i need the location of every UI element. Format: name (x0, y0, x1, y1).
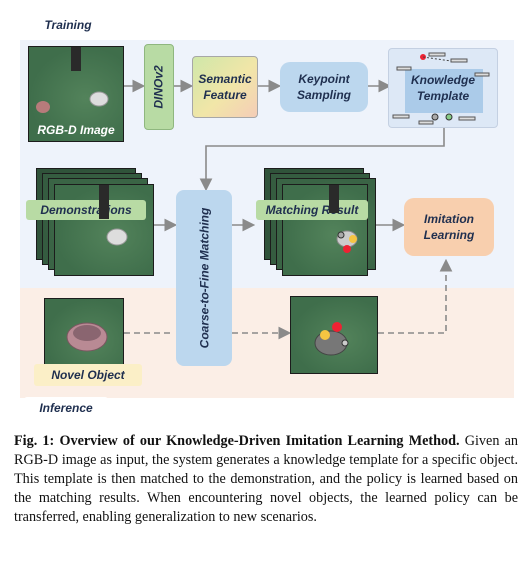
caption-lead: Fig. 1: Overview of our Knowledge-Driven… (14, 433, 460, 449)
imitation-learning-label: Imitation Learning (423, 212, 475, 242)
figure-caption: Fig. 1: Overview of our Knowledge-Driven… (14, 432, 518, 527)
rgbd-image-label: RGB-D Image (37, 123, 115, 137)
novel-object-label: Novel Object (34, 364, 142, 386)
match-keypoints-icon (329, 185, 358, 253)
semantic-feature-box: Semantic Feature (192, 56, 258, 118)
novel-keypoints-icon (314, 322, 349, 356)
dinov2-label: DINOv2 (152, 65, 167, 109)
knowledge-template-box: Knowledge Template (388, 48, 498, 128)
mug-scene-icon (36, 47, 109, 113)
knowledge-template-label: Knowledge Template (410, 73, 475, 103)
novel-match-image (290, 296, 378, 374)
imitation-learning-box: Imitation Learning (404, 198, 494, 256)
inference-tag: Inference (24, 397, 108, 419)
match-frame-front (282, 184, 368, 276)
template-graph-icon (392, 52, 490, 125)
keypoint-sampling-label: Keypoint Sampling (296, 72, 351, 102)
flow-arrows (124, 79, 453, 340)
coarse-to-fine-label: Coarse-to-Fine Matching (197, 207, 212, 349)
dinov2-box: DINOv2 (144, 44, 174, 130)
demo-frame-front (54, 184, 154, 276)
rgbd-image (28, 46, 124, 142)
semantic-feature-label: Semantic Feature (198, 72, 252, 102)
coarse-to-fine-box: Coarse-to-Fine Matching (176, 190, 232, 366)
demo-mug-icon (99, 185, 128, 246)
novel-object-image (44, 298, 124, 376)
novel-mug-icon (66, 322, 108, 352)
training-tag: Training (28, 14, 108, 36)
keypoint-sampling-box: Keypoint Sampling (280, 62, 368, 112)
caption-body: Given an RGB-D image as input, the syste… (14, 433, 518, 525)
